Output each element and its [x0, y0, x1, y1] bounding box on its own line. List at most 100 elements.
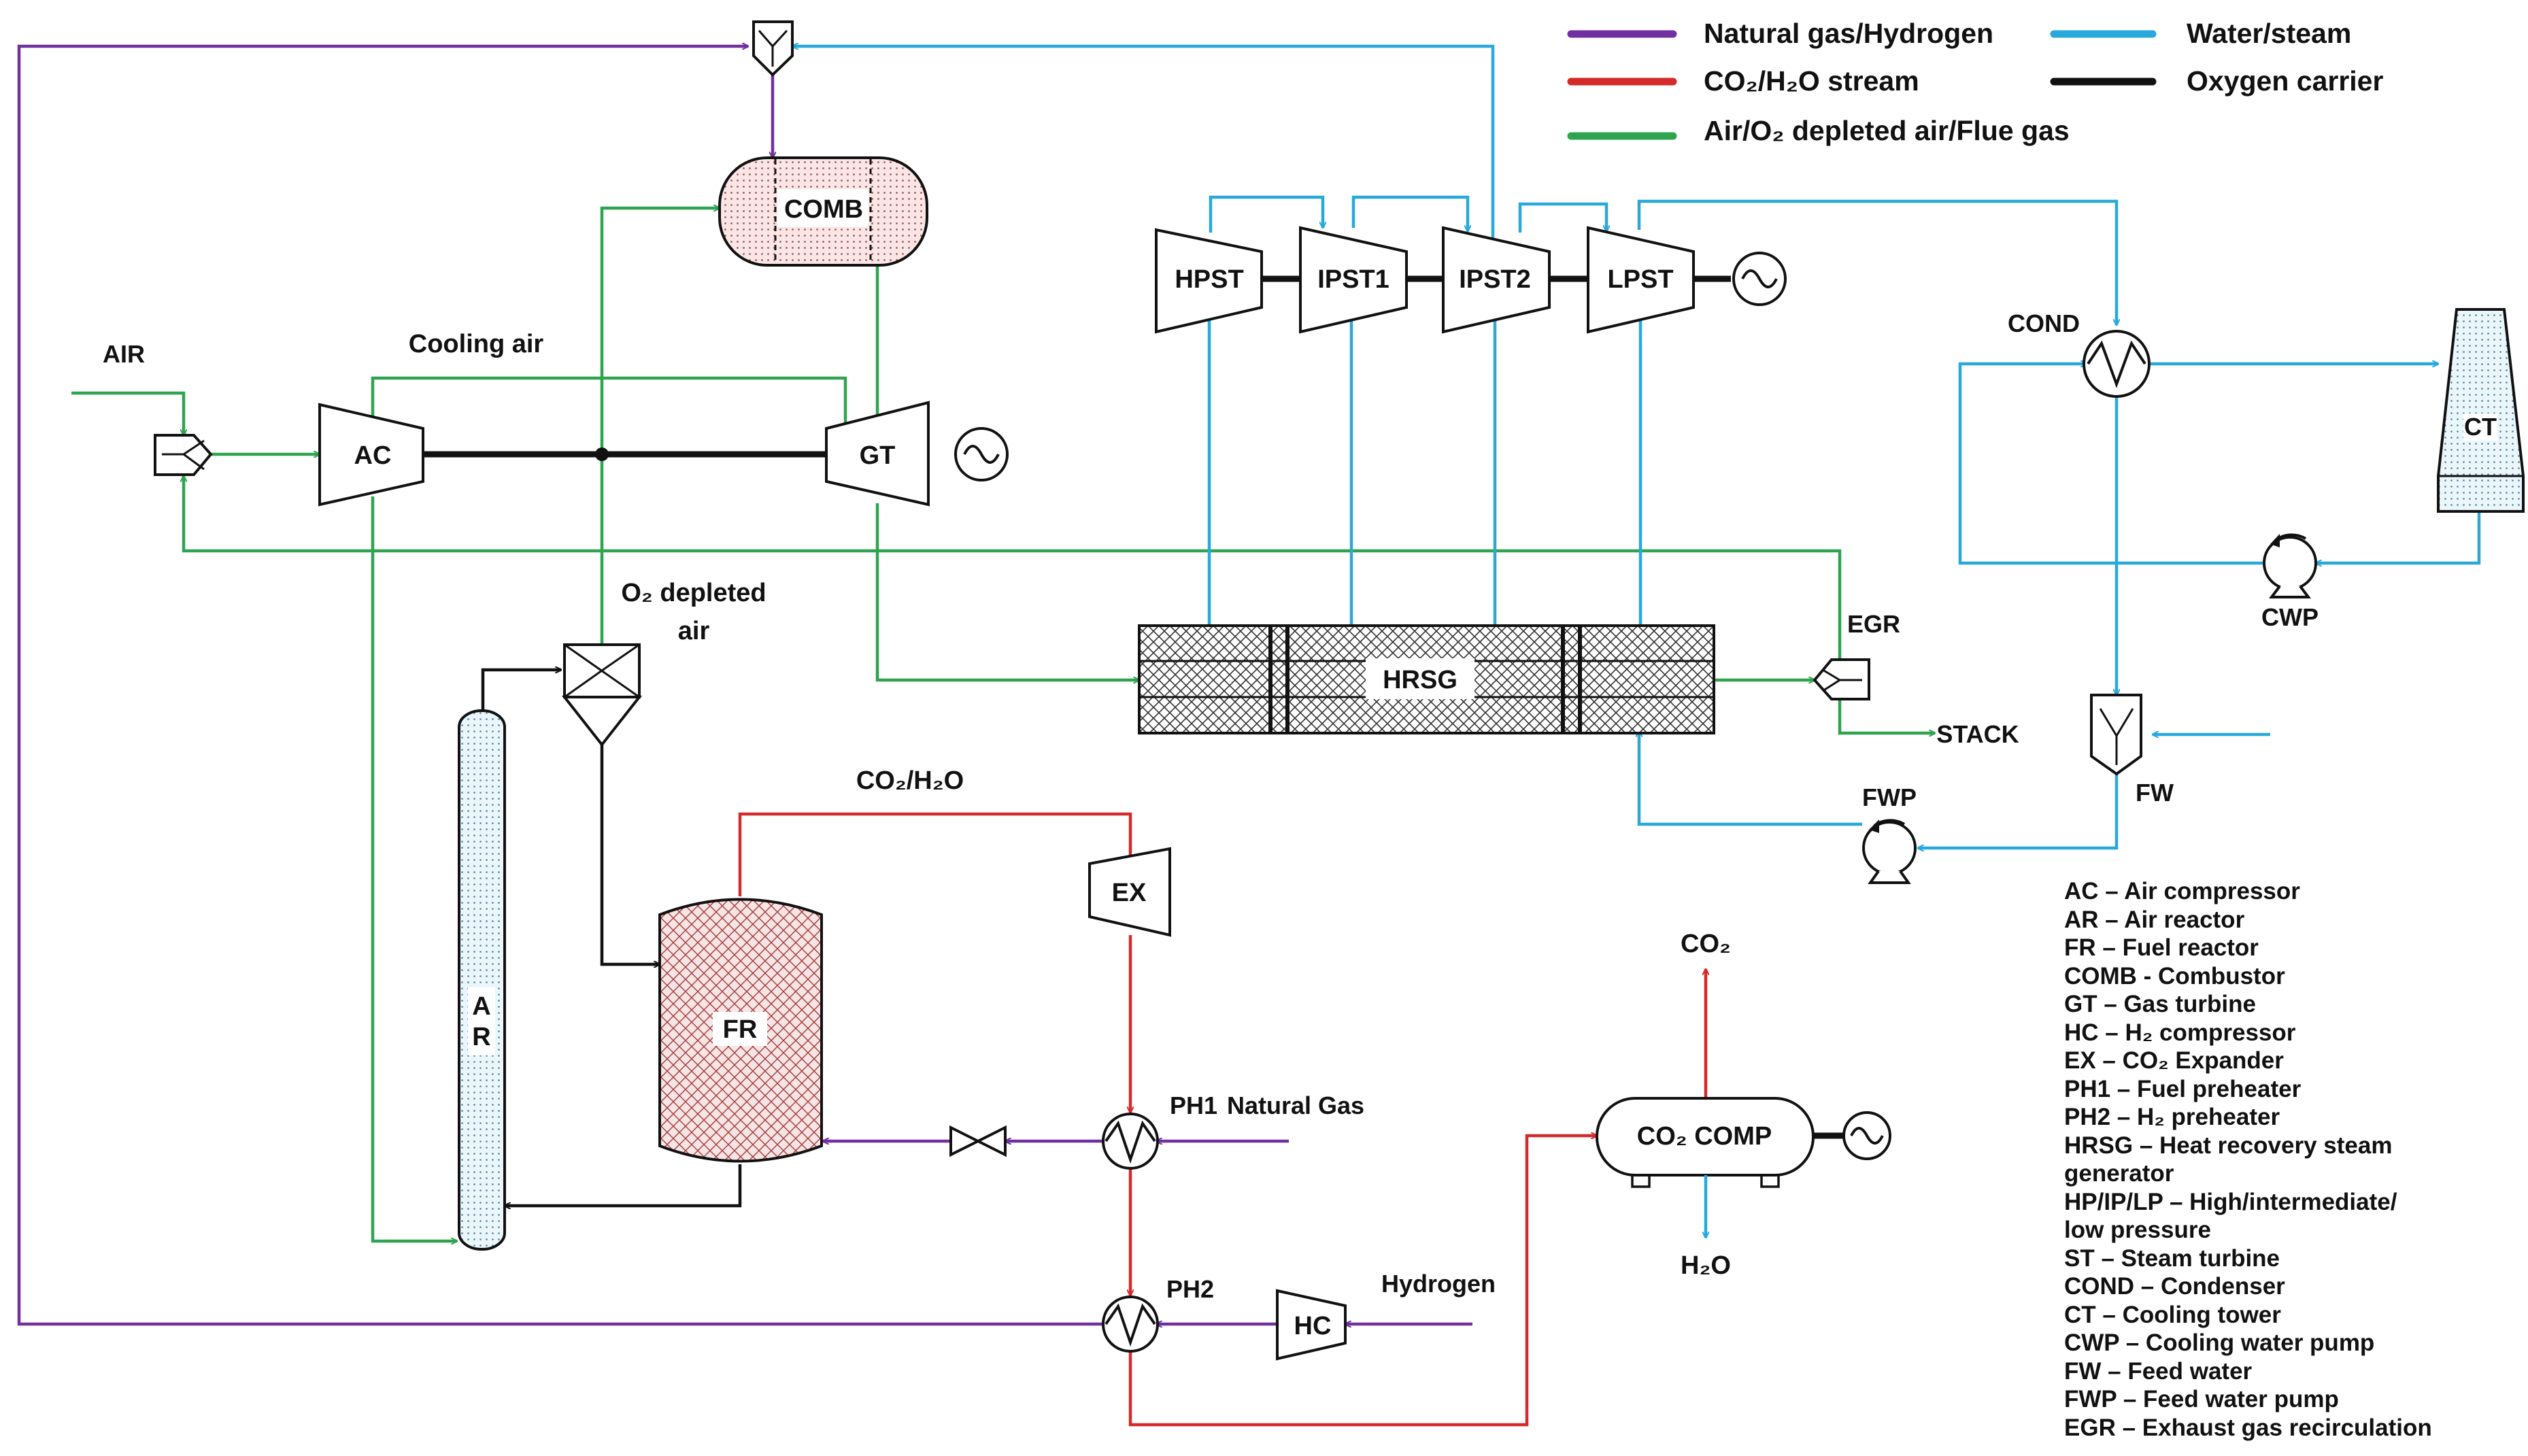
air-reactor-to-cyclone-line	[481, 670, 561, 717]
fuel-reactor: FR	[658, 898, 823, 1163]
co2-compressor-motor-icon	[1842, 1111, 1891, 1160]
hydrogen-preheater: PH2	[1102, 1275, 1214, 1353]
hydrogen-to-fuel-splitter-line	[17, 46, 1102, 1326]
abbreviation-fr: FR – Fuel reactor	[2064, 934, 2259, 961]
depleted-air-to-combustor-line	[600, 208, 720, 645]
abbreviation-hc: HC – H₂ compressor	[2064, 1019, 2296, 1046]
legend-label-natural-gas-hydrogen: Natural gas/Hydrogen	[1704, 18, 1993, 49]
ipst2-to-fuel-splitter-line	[792, 46, 1495, 246]
co2-expander: EX	[1088, 847, 1171, 937]
abbreviation-gt: GT – Gas turbine	[2064, 991, 2256, 1017]
feed-water-label: FW	[2136, 779, 2174, 807]
cyclone	[561, 643, 643, 747]
abbreviation-ph2: PH2 – H₂ preheater	[2064, 1104, 2280, 1130]
gas-turbine: GT	[825, 401, 930, 507]
cooling-tower-return-line	[2316, 511, 2481, 563]
co2-product-label: CO₂	[1681, 930, 1731, 958]
air-compressor: AC	[318, 403, 424, 507]
water-steam-streams	[792, 46, 2481, 848]
fuel-splitter	[752, 20, 794, 77]
h2o-product-label: H₂O	[1681, 1251, 1731, 1280]
egr-recycle-line	[184, 476, 1842, 665]
abbreviation-ct: CT – Cooling tower	[2064, 1302, 2281, 1328]
o2-depleted-air-label-line1: O₂ depleted	[621, 579, 766, 607]
expander-label: EX	[1112, 879, 1147, 907]
ph2-label: PH2	[1166, 1275, 1214, 1303]
abbreviation-hrsg: HRSG – Heat recovery steam	[2064, 1132, 2392, 1159]
stack-label: STACK	[1936, 720, 2019, 748]
air-compressor-label: AC	[354, 441, 392, 470]
air-intake-line	[71, 391, 184, 435]
hc-label: HC	[1294, 1312, 1332, 1340]
natural-gas-label: Natural Gas	[1227, 1091, 1364, 1119]
hrsg: HRSG	[1138, 624, 1715, 734]
cooling-air-label: Cooling air	[409, 330, 544, 358]
abbreviation-fwp: FWP – Feed water pump	[2064, 1386, 2339, 1412]
ph1-label: PH1	[1170, 1091, 1217, 1119]
lpst-label: LPST	[1607, 265, 1673, 294]
abbreviation-hp-ip-lp-cont: low pressure	[2064, 1217, 2211, 1243]
o2-depleted-air-label-line2: air	[678, 617, 710, 645]
cooling-air-line	[371, 376, 845, 454]
legend-label-air-flue-gas: Air/O₂ depleted air/Flue gas	[1704, 115, 2070, 146]
cwp-to-condenser-line	[1958, 364, 2265, 565]
condenser: COND	[2008, 309, 2151, 398]
shaft-crossing-dot	[595, 447, 609, 461]
cwp-label: CWP	[2261, 603, 2319, 631]
air-reactor-label-a: A	[472, 992, 490, 1021]
air-reactor: A R	[458, 709, 506, 1251]
fuel-reactor-to-expander-line	[738, 812, 1130, 896]
lp-steam-turbine: LPST	[1587, 226, 1695, 334]
ipst2-label: IPST2	[1459, 265, 1531, 294]
hydrogen-label: Hydrogen	[1381, 1270, 1496, 1298]
gas-turbine-generator-icon	[954, 427, 1009, 481]
cyclone-to-fuel-reactor-line	[600, 745, 660, 964]
hp-steam-turbine: HPST	[1155, 228, 1263, 334]
co2-h2o-label: CO₂/H₂O	[856, 766, 964, 795]
co2-compressor-label: CO₂ COMP	[1637, 1122, 1772, 1151]
cooling-tower: CT	[2437, 308, 2525, 513]
air-reactor-label-r: R	[472, 1023, 490, 1051]
stack-exhaust-line	[1838, 695, 1935, 733]
oxygen-carrier-streams	[481, 670, 742, 1206]
abbreviation-cond: COND – Condenser	[2064, 1273, 2285, 1300]
abbreviation-ac: AC – Air compressor	[2064, 878, 2300, 904]
abbreviation-st: ST – Steam turbine	[2064, 1245, 2280, 1272]
feed-water-to-fwp-line	[1918, 774, 2119, 848]
fuel-reactor-to-air-reactor-line	[505, 1164, 742, 1206]
fwp-label: FWP	[1862, 783, 1917, 811]
air-label: AIR	[103, 340, 145, 368]
ip-steam-turbine-1: IPST1	[1299, 226, 1408, 334]
hpst-label: HPST	[1175, 265, 1243, 294]
compressed-air-to-air-reactor-line	[371, 496, 457, 1241]
fuel-preheater: PH1	[1102, 1091, 1217, 1170]
egr-label: EGR	[1847, 610, 1900, 638]
abbreviation-hp-ip-lp: HP/IP/LP – High/intermediate/	[2064, 1189, 2397, 1215]
abbreviation-list: AC – Air compressor AR – Air reactor FR …	[2064, 878, 2432, 1441]
abbreviation-hrsg-cont: generator	[2064, 1160, 2174, 1187]
steam-turbine-generator-icon	[1732, 252, 1787, 306]
abbreviation-ar: AR – Air reactor	[2064, 907, 2245, 933]
abbreviation-egr: EGR – Exhaust gas recirculation	[2064, 1415, 2432, 1441]
combustor-label: COMB	[784, 195, 863, 224]
ipst2-to-lpst-line	[1518, 202, 1606, 233]
abbreviation-comb: COMB - Combustor	[2064, 963, 2285, 989]
gas-turbine-label: GT	[860, 441, 896, 470]
ipst1-to-ipst2-line	[1351, 195, 1468, 231]
hydrogen-compressor: HC	[1276, 1289, 1347, 1361]
throttle-valve-icon	[949, 1125, 1007, 1157]
natural-gas-hydrogen-streams	[17, 46, 1472, 1326]
ph2-to-co2-compressor-line	[1128, 1136, 1597, 1427]
combustor: COMB	[718, 156, 928, 267]
air-mixer	[154, 434, 213, 476]
hrsg-label: HRSG	[1383, 666, 1457, 694]
legend-label-water-steam: Water/steam	[2187, 18, 2351, 49]
co2-h2o-streams	[738, 812, 1706, 1427]
hpst-to-ipst1-line	[1209, 195, 1323, 233]
legend-label-co2-h2o: CO₂/H₂O stream	[1704, 65, 1919, 97]
egr-splitter: EGR	[1813, 610, 1900, 700]
ipst1-label: IPST1	[1317, 265, 1389, 294]
feed-water-pump: FWP	[1862, 783, 1917, 884]
cooling-tower-label: CT	[2464, 413, 2497, 441]
